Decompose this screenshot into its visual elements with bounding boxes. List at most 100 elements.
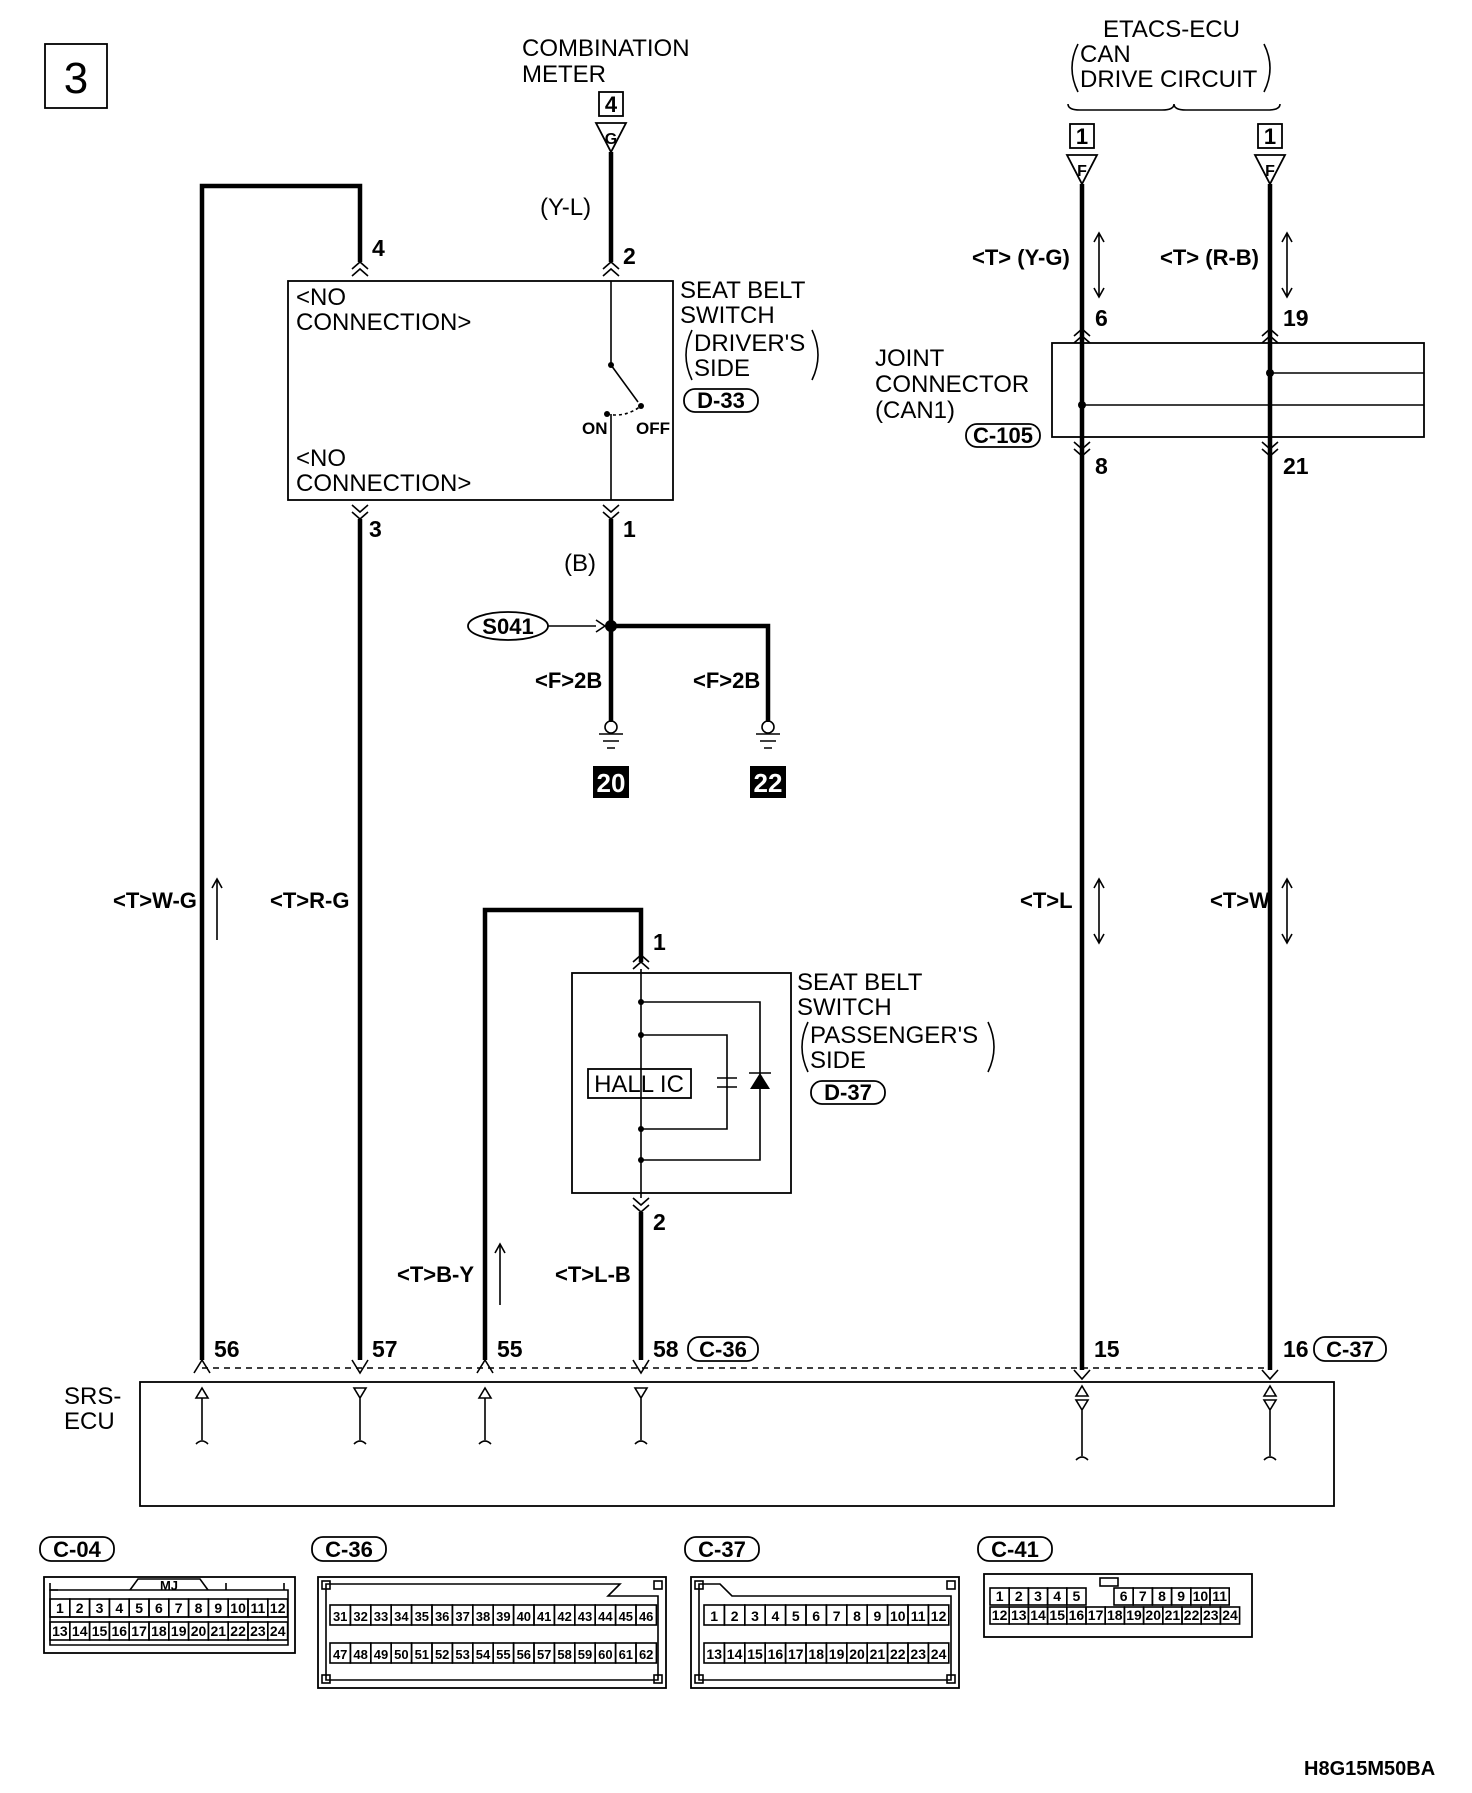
connector-pin-number: 59 bbox=[578, 1647, 592, 1662]
joint-pin-6-terminal bbox=[1073, 327, 1091, 344]
connector-pin-number: 11 bbox=[1212, 1588, 1227, 1604]
etacs-label-2: CAN bbox=[1080, 41, 1131, 68]
connector-pin-number: 1 bbox=[996, 1588, 1004, 1604]
connector-pin-cell bbox=[635, 1604, 658, 1626]
connector-pin-number: 24 bbox=[270, 1623, 286, 1639]
diode-symbol bbox=[750, 1073, 770, 1089]
joint-pin-8-terminal bbox=[1073, 441, 1091, 458]
wire-label-f2b-2: <F>2B bbox=[693, 668, 760, 693]
passenger-pin-1: 1 bbox=[653, 929, 666, 955]
connector-pin-number: 5 bbox=[792, 1608, 800, 1624]
page-number-box bbox=[44, 43, 108, 109]
connector-pin-number: 53 bbox=[455, 1647, 469, 1662]
wire-l-arrow bbox=[1093, 877, 1105, 945]
connector-pin-number: 16 bbox=[768, 1646, 784, 1662]
switch-travel bbox=[606, 405, 642, 416]
connector-pin-number: 3 bbox=[96, 1600, 104, 1616]
connector-pin-number: 45 bbox=[619, 1609, 633, 1624]
connector-pin-cell bbox=[635, 1642, 658, 1664]
joint-pin-19: 19 bbox=[1283, 305, 1309, 331]
ground-id-20: 20 bbox=[597, 768, 626, 798]
passenger-switch-paren-left bbox=[801, 1021, 809, 1073]
connector-pin-number: 14 bbox=[1030, 1607, 1046, 1623]
connector-pin-number: 55 bbox=[496, 1647, 510, 1662]
passenger-switch-connector: D-37 bbox=[824, 1080, 872, 1105]
srs-connector-c36-box bbox=[687, 1336, 759, 1362]
connector-c36-label-box bbox=[311, 1536, 387, 1562]
connector-pin-number: 23 bbox=[1203, 1607, 1219, 1623]
wire-w-g-arrow-head bbox=[211, 877, 223, 889]
connector-pin-number: 19 bbox=[171, 1623, 187, 1639]
joint-connector-label-2: CONNECTOR bbox=[875, 371, 1029, 398]
passenger-switch-label-3: PASSENGER'S bbox=[810, 1022, 978, 1049]
joint-connector-label-1: JOINT bbox=[875, 345, 945, 372]
joint-pin-21-terminal bbox=[1261, 441, 1279, 458]
connector-pin-number: 51 bbox=[415, 1647, 429, 1662]
etacs-connector-symbol-a bbox=[1065, 154, 1099, 186]
connector-c37-label-box bbox=[684, 1536, 760, 1562]
connector-pin-number: 1 bbox=[56, 1600, 64, 1616]
ecu-terminal-58 bbox=[633, 1387, 649, 1445]
connector-pin-number: 20 bbox=[1145, 1607, 1161, 1623]
ground-symbol-22 bbox=[756, 733, 780, 749]
pin-57-arrow bbox=[351, 1359, 369, 1375]
connector-pin-number: 9 bbox=[214, 1600, 222, 1616]
connector-pin-number: 14 bbox=[727, 1646, 743, 1662]
srs-pin-16: 16 bbox=[1283, 1336, 1309, 1362]
connector-pin-number: 15 bbox=[92, 1623, 108, 1639]
connector-pin-number: 17 bbox=[131, 1623, 147, 1639]
connector-pin-number: 57 bbox=[537, 1647, 551, 1662]
connector-pin-number: 8 bbox=[853, 1608, 861, 1624]
connector-pin-number: 20 bbox=[849, 1646, 865, 1662]
connector-pin-cell bbox=[927, 1604, 950, 1626]
etacs-ref-box-a bbox=[1069, 123, 1095, 149]
driver-switch-label-4: SIDE bbox=[694, 355, 750, 382]
connector-pin-number: 37 bbox=[455, 1609, 469, 1624]
wire-y-g-arrow bbox=[1093, 231, 1105, 299]
ecu-terminal-56 bbox=[194, 1386, 210, 1445]
connector-pin-number: 12 bbox=[270, 1600, 286, 1616]
splice-label: S041 bbox=[482, 614, 533, 639]
connector-pin-number: 15 bbox=[1049, 1607, 1065, 1623]
driver-switch-pin-2: 2 bbox=[623, 243, 636, 269]
connector-pin-number: 50 bbox=[394, 1647, 408, 1662]
driver-switch-nc1-b: CONNECTION> bbox=[296, 309, 471, 336]
driver-switch-box bbox=[287, 280, 674, 501]
hall-ic-cap-loop bbox=[641, 1034, 728, 1130]
passenger-switch-box bbox=[571, 972, 792, 1194]
combination-meter-label-1: COMBINATION bbox=[522, 35, 690, 62]
driver-switch-label-2: SWITCH bbox=[680, 302, 775, 329]
driver-switch-nc2-a: <NO bbox=[296, 445, 346, 472]
connector-pin-number: 47 bbox=[333, 1647, 347, 1662]
connector-pin-number: 5 bbox=[135, 1600, 143, 1616]
passenger-switch-paren-right bbox=[987, 1021, 995, 1073]
wire-label-t-y-g: <T> (Y-G) bbox=[972, 245, 1070, 270]
connector-pin-number: 33 bbox=[374, 1609, 388, 1624]
wire-label-b: (B) bbox=[564, 550, 596, 577]
srs-pin-55: 55 bbox=[497, 1336, 523, 1362]
driver-switch-paren-left bbox=[685, 329, 693, 381]
srs-connector-c37-box bbox=[1313, 1336, 1387, 1362]
switch-blade bbox=[610, 364, 639, 403]
srs-connector-c36: C-36 bbox=[699, 1337, 747, 1362]
hall-ic-label: HALL IC bbox=[594, 1071, 684, 1098]
connector-pin-number: 52 bbox=[435, 1647, 449, 1662]
ecu-terminal-55 bbox=[477, 1386, 493, 1445]
splice-point bbox=[605, 620, 617, 632]
connector-pin-number: 39 bbox=[496, 1609, 510, 1624]
wire-label-t-b-y: <T>B-Y bbox=[397, 1262, 474, 1287]
pin-16-arrow bbox=[1261, 1369, 1279, 1381]
connector-pin-number: 41 bbox=[537, 1609, 551, 1624]
connector-pin-number: 6 bbox=[812, 1608, 820, 1624]
connector-pin-number: 56 bbox=[517, 1647, 531, 1662]
connector-pin-number: 11 bbox=[250, 1600, 265, 1616]
connector-pin-number: 5 bbox=[1073, 1588, 1081, 1604]
connector-pin-number: 19 bbox=[1126, 1607, 1142, 1623]
connector-pin-number: 13 bbox=[706, 1646, 722, 1662]
driver-switch-label-3: DRIVER'S bbox=[694, 330, 805, 357]
node-d bbox=[638, 1157, 644, 1163]
driver-switch-nc2-b: CONNECTION> bbox=[296, 470, 471, 497]
connector-pin-number: 43 bbox=[578, 1609, 592, 1624]
